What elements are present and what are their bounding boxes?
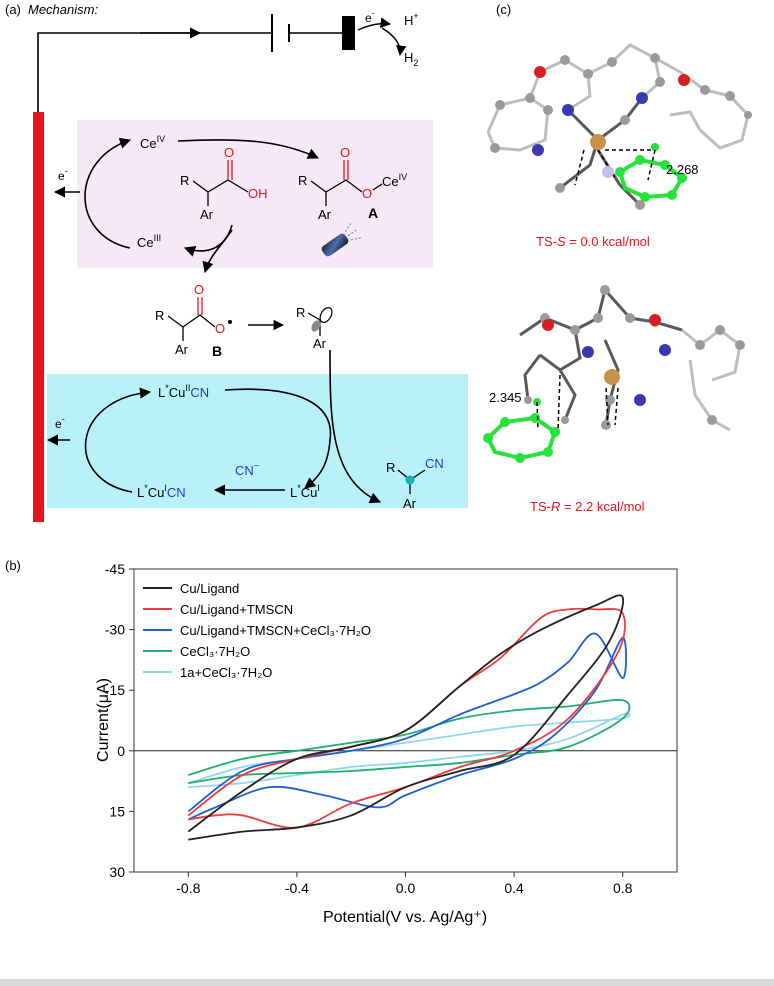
svg-text:R: R (386, 460, 395, 475)
ce3-label: CeIII (137, 233, 161, 250)
cv-series-line (188, 699, 631, 785)
alkyl-radical: R Ar (296, 305, 333, 351)
panel-a: (a) Mechanism: e- H+ H2 CeIV CeIII e- (5, 2, 468, 522)
svg-text:R: R (298, 173, 307, 188)
copper-cycle-box (47, 374, 468, 508)
x-tick-label: -0.4 (285, 880, 309, 896)
hydrogen-label: H2 (404, 50, 418, 68)
svg-text:O: O (194, 282, 204, 297)
cu1-label: L*CuI (290, 483, 320, 500)
label-a: A (368, 205, 378, 221)
legend-label: Cu/Ligand (180, 581, 239, 596)
bottom-bar (0, 979, 774, 986)
electrode-circuit: e- H+ H2 (37, 8, 419, 112)
y-tick-label: 30 (109, 864, 125, 880)
svg-text:Ar: Ar (313, 336, 327, 351)
cathode-block (342, 16, 355, 50)
legend-label: Cu/Ligand+TMSCN (180, 602, 293, 617)
cyanide-label: CN− (235, 461, 260, 478)
x-axis-label: Potential(V vs. Ag/Ag⁺) (323, 909, 487, 926)
panel-b: (b) -45 -30 -15 0 15 30 -0.8 -0.4 0.0 0.4 0.8 Cu/… (5, 558, 678, 926)
cv-series-line (187, 594, 625, 841)
ts-s-structure: 2.268 TS-S = 0.0 kcal/mol (486, 43, 752, 249)
svg-text:Ar: Ar (318, 207, 332, 222)
ts-r-distance: 2.345 (489, 390, 522, 405)
proton-label: H+ (404, 11, 419, 28)
cerium-cycle-box (77, 120, 433, 268)
panel-c-label: (c) (496, 2, 511, 17)
x-tick-label: -0.8 (176, 880, 200, 896)
ts-s-energy: TS-S = 0.0 kcal/mol (536, 234, 650, 249)
a-ce4: CeIV (382, 172, 407, 189)
x-tick-label: 0.8 (613, 880, 633, 896)
svg-text:O: O (224, 145, 234, 160)
panel-c: (c) (483, 2, 752, 514)
anode-bar (33, 112, 44, 522)
svg-text:Ar: Ar (200, 207, 214, 222)
svg-text:R: R (180, 173, 189, 188)
ce4-label: CeIV (140, 134, 165, 151)
y-tick-label: 0 (117, 743, 125, 759)
ts-s-distance: 2.268 (666, 162, 699, 177)
legend-label: Cu/Ligand+TMSCN+CeCl₃·7H₂O (180, 623, 371, 638)
ts-r-structure: 2.345 TS-R = 2.2 kcal/mol (483, 285, 745, 514)
x-tick-label: 0.4 (504, 880, 524, 896)
x-tick-label: 0.0 (396, 880, 416, 896)
x-axis: -0.8 -0.4 0.0 0.4 0.8 (176, 872, 633, 896)
svg-text:O: O (215, 321, 225, 336)
copper-atom-s (590, 134, 606, 150)
svg-text:OH: OH (248, 186, 268, 201)
cv-curves (187, 594, 631, 841)
y-tick-label: -15 (105, 682, 125, 698)
anode-electron-ce: e- (58, 166, 68, 183)
ts-r-energy: TS-R = 2.2 kcal/mol (530, 499, 645, 514)
y-axis-label: Current(μA) (95, 678, 112, 762)
panel-a-label: (a) (5, 2, 21, 17)
svg-text:O: O (340, 145, 350, 160)
svg-text:CN: CN (425, 456, 444, 471)
svg-text:R: R (155, 308, 164, 323)
label-b: B (212, 343, 222, 359)
svg-text:O: O (362, 186, 372, 201)
svg-text:Ar: Ar (175, 342, 189, 357)
y-tick-label: 15 (109, 803, 125, 819)
y-tick-label: -30 (105, 622, 125, 638)
nitrile-product: R CN Ar (386, 456, 444, 511)
legend-label: CeCl₃·7H₂O (180, 644, 250, 659)
cathode-electron: e- (365, 8, 375, 25)
svg-text:R: R (296, 305, 305, 320)
anode-electron-cu: e- (55, 414, 65, 431)
copper-atom-r (604, 369, 620, 385)
carboxylic-acid: R Ar O OH (180, 145, 268, 222)
svg-text:Ar: Ar (403, 496, 417, 511)
cu2-label: L*CuIICN (158, 383, 209, 400)
legend-label: 1a+CeCl₃·7H₂O (180, 665, 272, 680)
panel-a-title: Mechanism: (28, 2, 98, 17)
cu1cn-label: L*CuICN (137, 483, 186, 500)
panel-b-label: (b) (5, 558, 21, 573)
y-tick-label: -45 (105, 561, 125, 577)
intermediate-a: R Ar O O CeIV A (298, 145, 407, 222)
y-axis: -45 -30 -15 0 15 30 (105, 561, 134, 880)
carboxyl-radical-b: R Ar O O B (155, 282, 232, 359)
